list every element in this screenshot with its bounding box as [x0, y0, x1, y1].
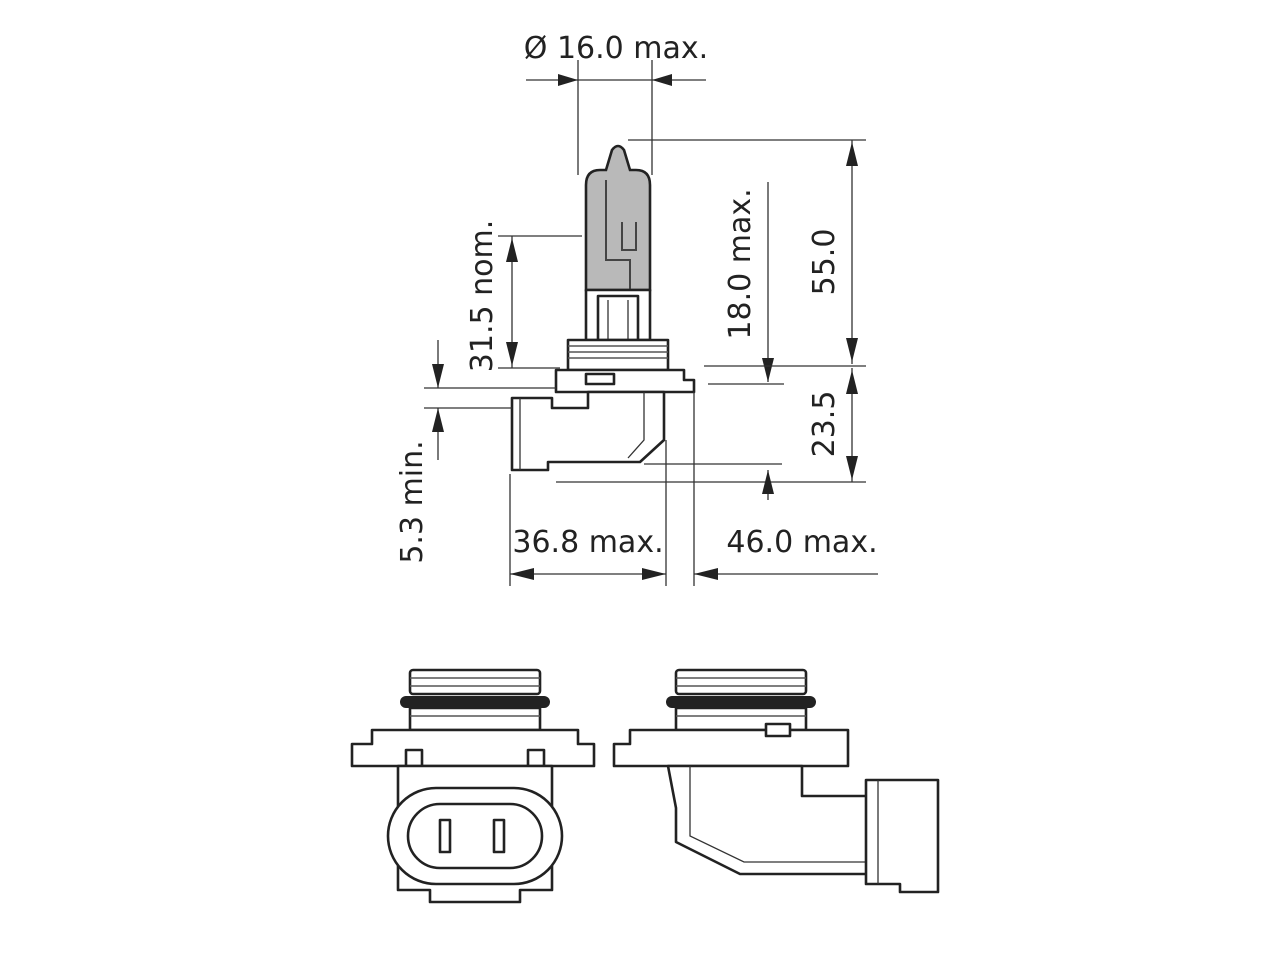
bulb-glass	[584, 144, 652, 292]
dimension-labels: Ø 16.0 max. 55.0 18.0 max. 31.5 nom. 23.…	[395, 31, 878, 564]
diameter-label: Ø 16.0 max.	[524, 31, 708, 66]
overall-width-label: 46.0 max.	[726, 525, 877, 560]
dimension-lines	[424, 60, 878, 586]
bulb-height-label: 18.0 max.	[723, 188, 758, 339]
base-side-view	[612, 668, 940, 894]
bulb-side-view	[510, 144, 696, 472]
light-center-label: 31.5 nom.	[465, 220, 500, 372]
base-front-view	[350, 668, 596, 904]
flange-offset-label: 5.3 min.	[395, 440, 430, 563]
base-flange	[554, 368, 696, 394]
base-height-label: 23.5	[807, 391, 842, 458]
filament	[605, 180, 637, 290]
total-height-label: 55.0	[807, 229, 842, 296]
base-connector	[510, 390, 666, 472]
base-collar	[566, 338, 670, 372]
base-width-label: 36.8 max.	[512, 525, 663, 560]
